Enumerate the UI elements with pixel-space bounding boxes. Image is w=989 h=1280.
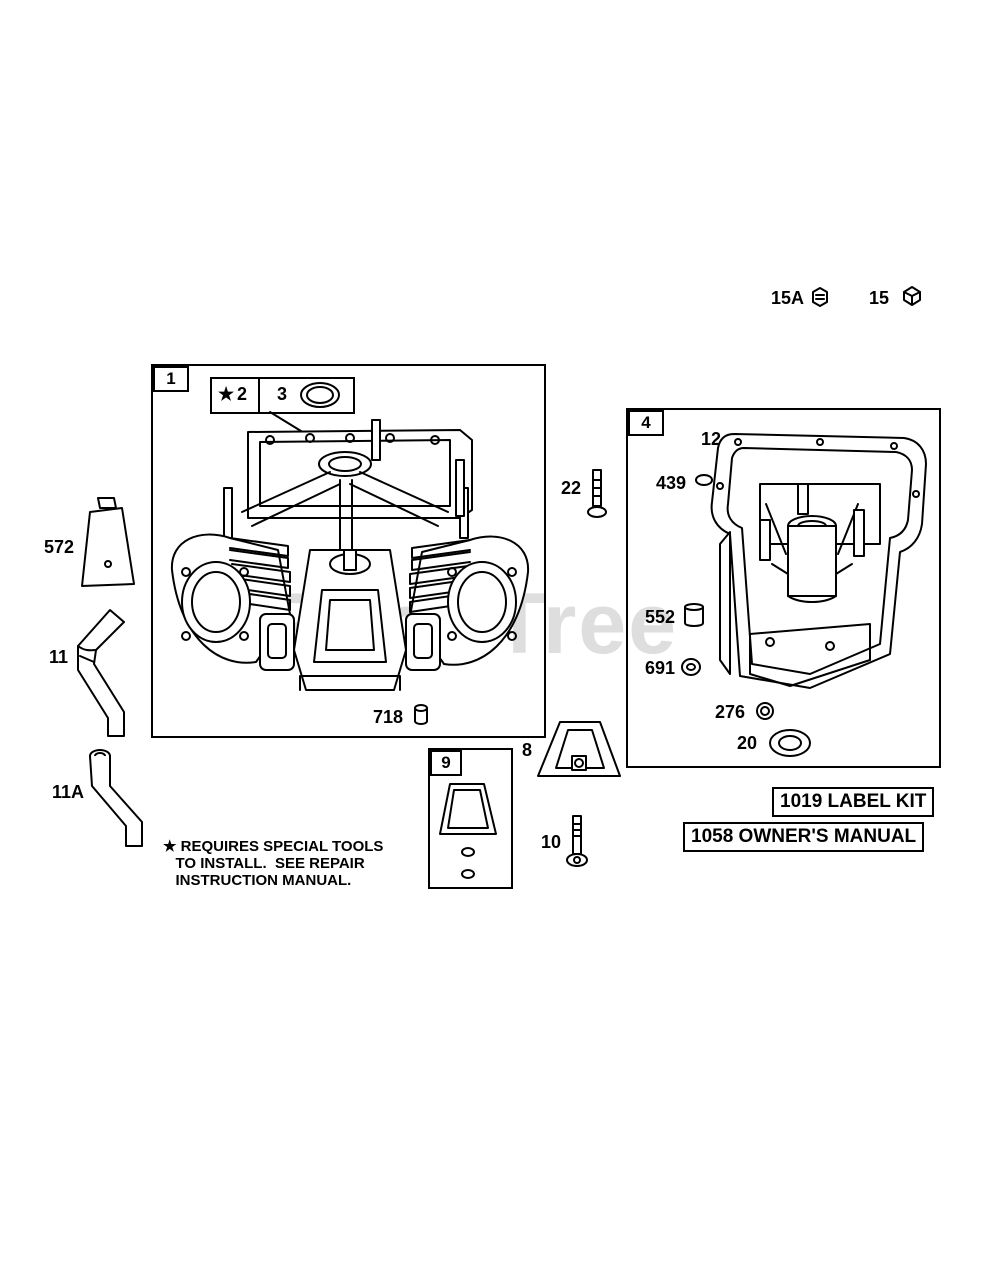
part-11a-drawing[interactable] xyxy=(86,746,156,856)
part-11-drawing[interactable] xyxy=(66,604,136,744)
crankcase-group-box xyxy=(626,408,941,768)
gasket-set-drawing[interactable] xyxy=(436,780,506,885)
seal-kit-box xyxy=(210,377,355,414)
callout-2[interactable]: 2 xyxy=(237,384,248,404)
part-276-drawing[interactable] xyxy=(754,700,776,722)
star-symbol-2: ★ xyxy=(218,384,235,404)
special-tools-note-1: ★ REQUIRES SPECIAL TOOLS xyxy=(163,838,384,855)
callout-15a[interactable]: 15A xyxy=(771,288,805,308)
seal-kit-divider xyxy=(258,379,260,412)
callout-572[interactable]: 572 xyxy=(44,537,75,557)
crankcase-cover-drawing[interactable] xyxy=(690,424,940,699)
callout-718[interactable]: 718 xyxy=(373,707,404,727)
part-15a-drawing[interactable] xyxy=(810,286,830,308)
callout-22[interactable]: 22 xyxy=(561,478,582,498)
callout-3[interactable]: 3 xyxy=(277,384,288,404)
part-20-drawing[interactable] xyxy=(766,726,816,760)
callout-8[interactable]: 8 xyxy=(522,740,533,760)
callout-11a[interactable]: 11A xyxy=(52,782,85,802)
special-tools-note-3: INSTRUCTION MANUAL. xyxy=(163,872,352,889)
owners-manual-box[interactable]: 1058 OWNER'S MANUAL xyxy=(683,822,925,852)
part-8-drawing[interactable] xyxy=(534,716,624,792)
callout-12[interactable]: 12 xyxy=(701,429,722,449)
part-15-drawing[interactable] xyxy=(900,284,924,308)
label-kit-box[interactable]: 1019 LABEL KIT xyxy=(772,787,935,817)
gasket-set-box xyxy=(428,748,513,889)
callout-15[interactable]: 15 xyxy=(869,288,890,308)
seal-ring-drawing[interactable] xyxy=(298,381,348,411)
callout-10[interactable]: 10 xyxy=(541,832,562,852)
callout-439[interactable]: 439 xyxy=(656,473,687,493)
crankcase-group-number[interactable]: 4 xyxy=(628,410,664,436)
callout-552[interactable]: 552 xyxy=(645,607,676,627)
part-439-drawing[interactable] xyxy=(694,472,716,488)
cylinder-group-number[interactable]: 1 xyxy=(153,366,189,392)
cylinder-block-drawing[interactable] xyxy=(160,400,540,700)
part-22-drawing[interactable] xyxy=(584,468,610,522)
callout-691[interactable]: 691 xyxy=(645,658,676,678)
callout-276[interactable]: 276 xyxy=(715,702,746,722)
gasket-set-number[interactable]: 9 xyxy=(430,750,462,776)
special-tools-note-2: TO INSTALL. SEE REPAIR xyxy=(163,855,365,872)
part-572-drawing[interactable] xyxy=(78,494,138,594)
callout-11[interactable]: 11 xyxy=(49,647,69,667)
part-10-drawing[interactable] xyxy=(564,814,590,870)
part-718-drawing[interactable] xyxy=(412,704,432,726)
part-691-drawing[interactable] xyxy=(680,656,704,678)
cylinder-group-box xyxy=(151,364,546,738)
part-552-drawing[interactable] xyxy=(682,602,708,630)
callout-20[interactable]: 20 xyxy=(737,733,758,753)
